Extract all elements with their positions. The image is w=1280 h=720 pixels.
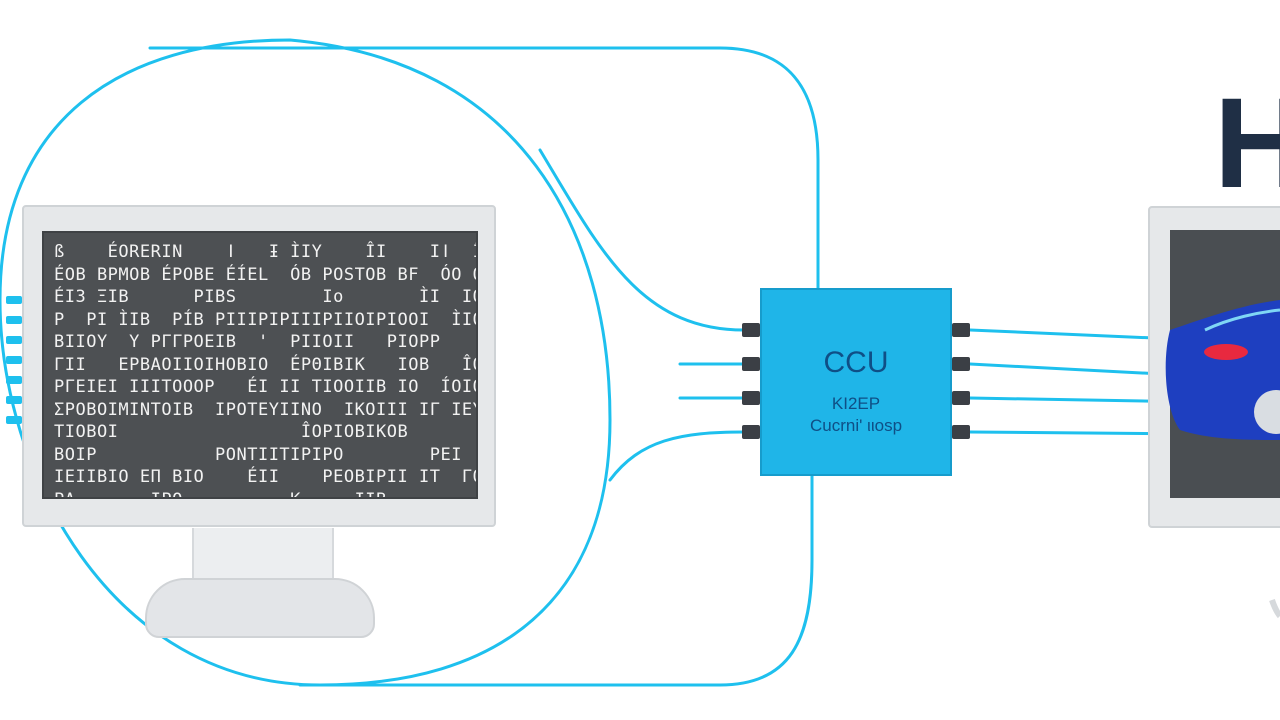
left-connector-1 [6, 296, 22, 304]
car-headlight [1204, 344, 1248, 360]
left-connector-3 [6, 336, 22, 344]
chip-pin [742, 391, 760, 405]
chip-label-line2: Cucrni' ιιοsp [809, 416, 903, 435]
screen-line: ΡΑ ΙΡΟ Κ ΙΙΒ [54, 489, 466, 498]
car-illustration [1165, 300, 1280, 440]
chip-pin [742, 425, 760, 439]
chip-pin [952, 357, 970, 371]
chip-title: CCU [823, 346, 889, 379]
screen-line: ΤΙΟΒΟΙ ÎΟΡΙΟΒΙΚΟΒ [54, 422, 409, 442]
left-connector-5 [6, 376, 22, 384]
left-connector-4 [6, 356, 22, 364]
screen-line: ÉΙ3 ΞΙΒ ΡΙΒS Ιο ÌΙ ΙΟΚ ÍΟ [54, 287, 476, 307]
wire-lower-loop [298, 474, 814, 687]
screen-line: ΣΡΟΒΟΙΜΙΝΤΟΙΒ ΙΡΟΤΕΥΙΙΝΟ ΙΚΟΙΙΙ ΙΓ ΙΕΥΙΟ [54, 399, 478, 420]
chip-pin [742, 323, 760, 337]
car-windshield [1204, 308, 1280, 332]
cpu-chip: CCU ΚΙ2ΕΡ Cucrni' ιιοsp [760, 288, 952, 476]
screen-line: ÉOB ΒΡΜΟΒ ÉΡΟΒΕ ÉÍΕL ÓΒ ΡΟSΤΟΒ ΒF ÓΟ ÓF … [54, 264, 476, 285]
left-connector-6 [6, 396, 22, 404]
wire-upper-loop [148, 46, 820, 290]
left-connector-7 [6, 416, 22, 424]
car-wheel [1254, 390, 1280, 434]
wire-curve-upper [538, 148, 746, 332]
screen-line: ΒΟΙΡ ΡΟΝΤΙΙΤΙΡΙΡΟ ΡΕΙ ΟΡΤΙΙ [54, 444, 462, 465]
chip-pin [952, 323, 970, 337]
left-monitor-stand-base [145, 578, 375, 638]
big-letter-heading: H [1214, 72, 1280, 215]
wire-curve-lower [608, 430, 746, 482]
screen-line: ΓΙΙ ΕΡΒΑΟΙΙΟΙΗΟΒΙΟ ÉΡΘΙΒΙΚ ΙΟΒ ÎΟΟΟ [54, 354, 478, 375]
screen-line: ß ÉORERIN ǀ Ɨ ÌΙΥ ÎΙ Ιǀ ÎΟΒ ÊΡ [54, 242, 476, 262]
left-monitor-screen: ß ÉORERIN ǀ Ɨ ÌΙΥ ÎΙ Ιǀ ÎΟΒ ÊΡ ÉOB ΒΡΜΟΒ… [42, 231, 478, 499]
left-connector-2 [6, 316, 22, 324]
chip-label-line1: ΚΙ2ΕΡ [831, 394, 881, 413]
right-stand-hint [1269, 599, 1280, 619]
left-monitor: ß ÉORERIN ǀ Ɨ ÌΙΥ ÎΙ Ιǀ ÎΟΒ ÊΡ ÉOB ΒΡΜΟΒ… [22, 205, 496, 527]
chip-pin [742, 357, 760, 371]
screen-line: Ρ ΡΙ ÌΙΒ ΡÍΒ ΡΙΙΙΡΙΡΙΙΙΡΙΙΟΙΡΙΟΟΙ ÌΙΟ ÍΡ… [54, 309, 476, 330]
chip-pin [952, 391, 970, 405]
screen-line: ΒΙΙΟΥ Υ ΡΓΓΡΟΕΙΒ ' ΡΙΙΟΙΙ ΡΙΟΡΡ ÌΟ ΙΒ [54, 332, 441, 352]
screen-line: ΙΕΙΙΒΙΟ ΕΠ ΒΙΟ ÉΙΙ ΡΕΟΒΙΡΙΙ ΙΤ ΓΟΙΙ ΙΡΟ [54, 467, 476, 487]
chip-pin [952, 425, 970, 439]
